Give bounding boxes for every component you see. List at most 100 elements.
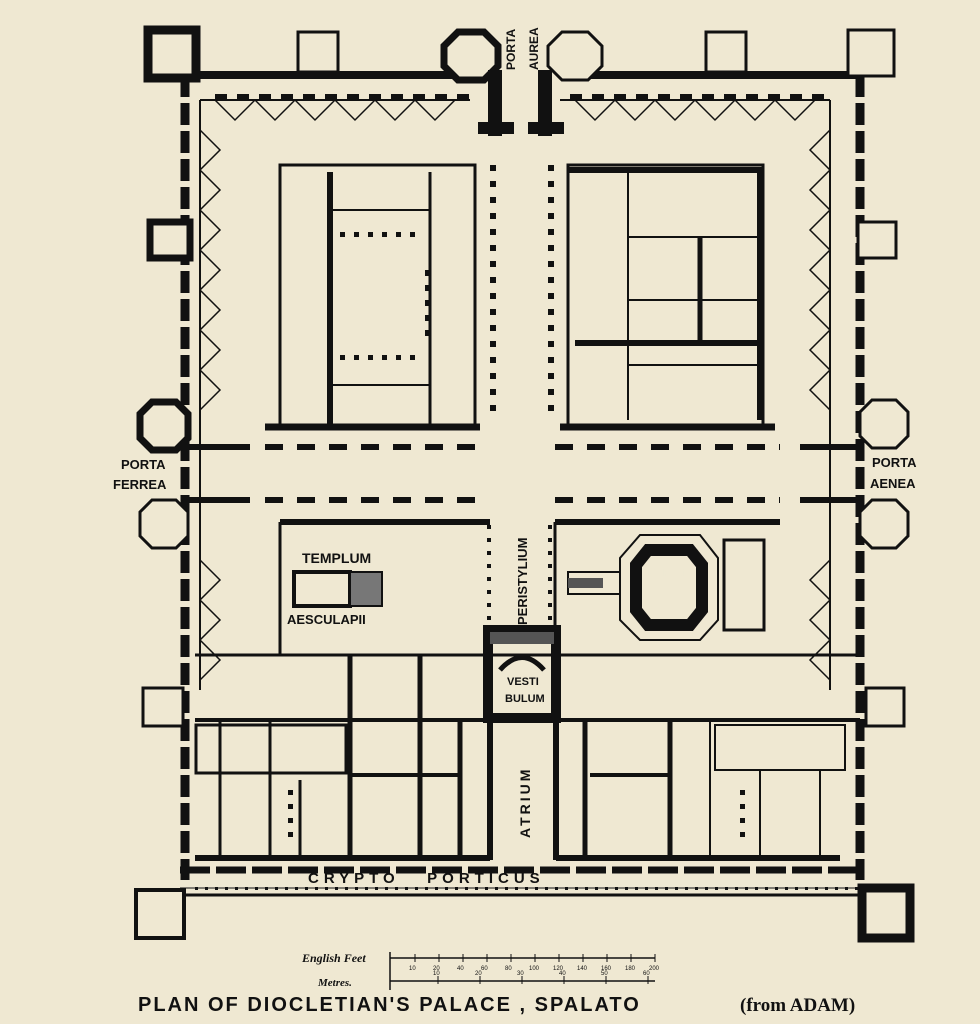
tower-n2 (704, 30, 748, 74)
column-dot (595, 887, 598, 890)
column-dot (548, 603, 552, 607)
column-dot (605, 887, 608, 890)
column-dot (548, 229, 554, 235)
column-dot (425, 330, 431, 336)
tower-ne (846, 28, 896, 78)
column-dot (570, 94, 582, 100)
column-dot (680, 94, 692, 100)
label-templum-aesc-2: AESCULAPII (287, 612, 366, 627)
column-dot (425, 285, 431, 291)
column-dot (548, 309, 554, 315)
plan-title-credit: (from ADAM) (740, 995, 855, 1016)
column-dot (548, 213, 554, 219)
column-dot (740, 804, 745, 809)
column-dot (490, 213, 496, 219)
column-dot (548, 325, 554, 331)
feet-tick-label: 120 (553, 966, 564, 972)
column-dot (487, 525, 491, 529)
column-dot (375, 887, 378, 890)
column-dot (505, 887, 508, 890)
plan-title: PLAN OF DIOCLETIAN'S PALACE , SPALATO (138, 994, 641, 1016)
column-dot (702, 94, 714, 100)
label-templum-aesc-1: TEMPLUM (302, 550, 371, 566)
column-dot (425, 300, 431, 306)
column-dot (288, 832, 293, 837)
metre-tick-label: 40 (559, 971, 566, 977)
column-dot (396, 232, 401, 237)
column-dot (548, 389, 554, 395)
column-dot (265, 887, 268, 890)
tower-aenea-n (858, 398, 910, 450)
column-dot (548, 564, 552, 568)
column-dot (495, 887, 498, 890)
feet-tick-label: 60 (481, 966, 488, 972)
metre-tick-label: 50 (601, 971, 608, 977)
label-porta-ferrea-1: PORTA (121, 457, 166, 472)
label-peristylium: PERISTYLIUM (515, 538, 530, 625)
scale-metres-label: Metres. (317, 977, 352, 989)
column-dot (435, 94, 447, 100)
column-dot (548, 341, 554, 347)
column-dot (490, 293, 496, 299)
column-dot (475, 887, 478, 890)
ne-block (560, 163, 775, 431)
label-porta-aurea-1: PORTA (504, 29, 518, 70)
south-rooms (194, 653, 860, 861)
column-dot (410, 355, 415, 360)
column-dot (548, 245, 554, 251)
column-dot (545, 887, 548, 890)
tower-sw (134, 888, 186, 940)
column-dot (487, 590, 491, 594)
column-dot (465, 887, 468, 890)
label-crypto-porticus: CRYPTO PORTICUS (308, 870, 545, 887)
column-dot (515, 887, 518, 890)
column-dot (645, 887, 648, 890)
column-dot (487, 616, 491, 620)
column-dot (281, 94, 293, 100)
column-dot (548, 551, 552, 555)
feet-tick-label: 10 (409, 966, 416, 972)
column-dot (340, 355, 345, 360)
column-dot (655, 887, 658, 890)
column-dot (335, 887, 338, 890)
column-dot (548, 405, 554, 411)
column-dot (735, 887, 738, 890)
column-dot (548, 293, 554, 299)
column-dot (625, 887, 628, 890)
column-dot (215, 887, 218, 890)
column-dot (490, 277, 496, 283)
column-dot (369, 94, 381, 100)
nw-block (265, 163, 480, 431)
feet-tick-label: 180 (625, 966, 636, 972)
column-dot (635, 887, 638, 890)
feet-tick-label: 160 (601, 966, 612, 972)
column-dot (755, 887, 758, 890)
scale-feet-label: English Feet (301, 951, 366, 965)
column-dot (325, 94, 337, 100)
feet-tick-label: 200 (649, 966, 660, 972)
column-dot (548, 525, 552, 529)
column-dot (487, 577, 491, 581)
column-dot (685, 887, 688, 890)
column-dot (345, 887, 348, 890)
label-vestibulum-1: VESTI (507, 676, 539, 688)
tower-aenea-s (858, 498, 910, 550)
feet-tick-label: 80 (505, 966, 512, 972)
column-dot (354, 232, 359, 237)
column-dot (195, 887, 198, 890)
column-dot (740, 832, 745, 837)
column-dot (457, 94, 469, 100)
column-dot (410, 232, 415, 237)
column-dot (705, 887, 708, 890)
column-dot (825, 887, 828, 890)
column-dot (535, 887, 538, 890)
column-dot (259, 94, 271, 100)
column-dot (740, 818, 745, 823)
column-dot (490, 165, 496, 171)
tower-n1 (296, 30, 340, 74)
column-dot (768, 94, 780, 100)
column-dot (396, 355, 401, 360)
column-dot (368, 232, 373, 237)
column-dot (724, 94, 736, 100)
